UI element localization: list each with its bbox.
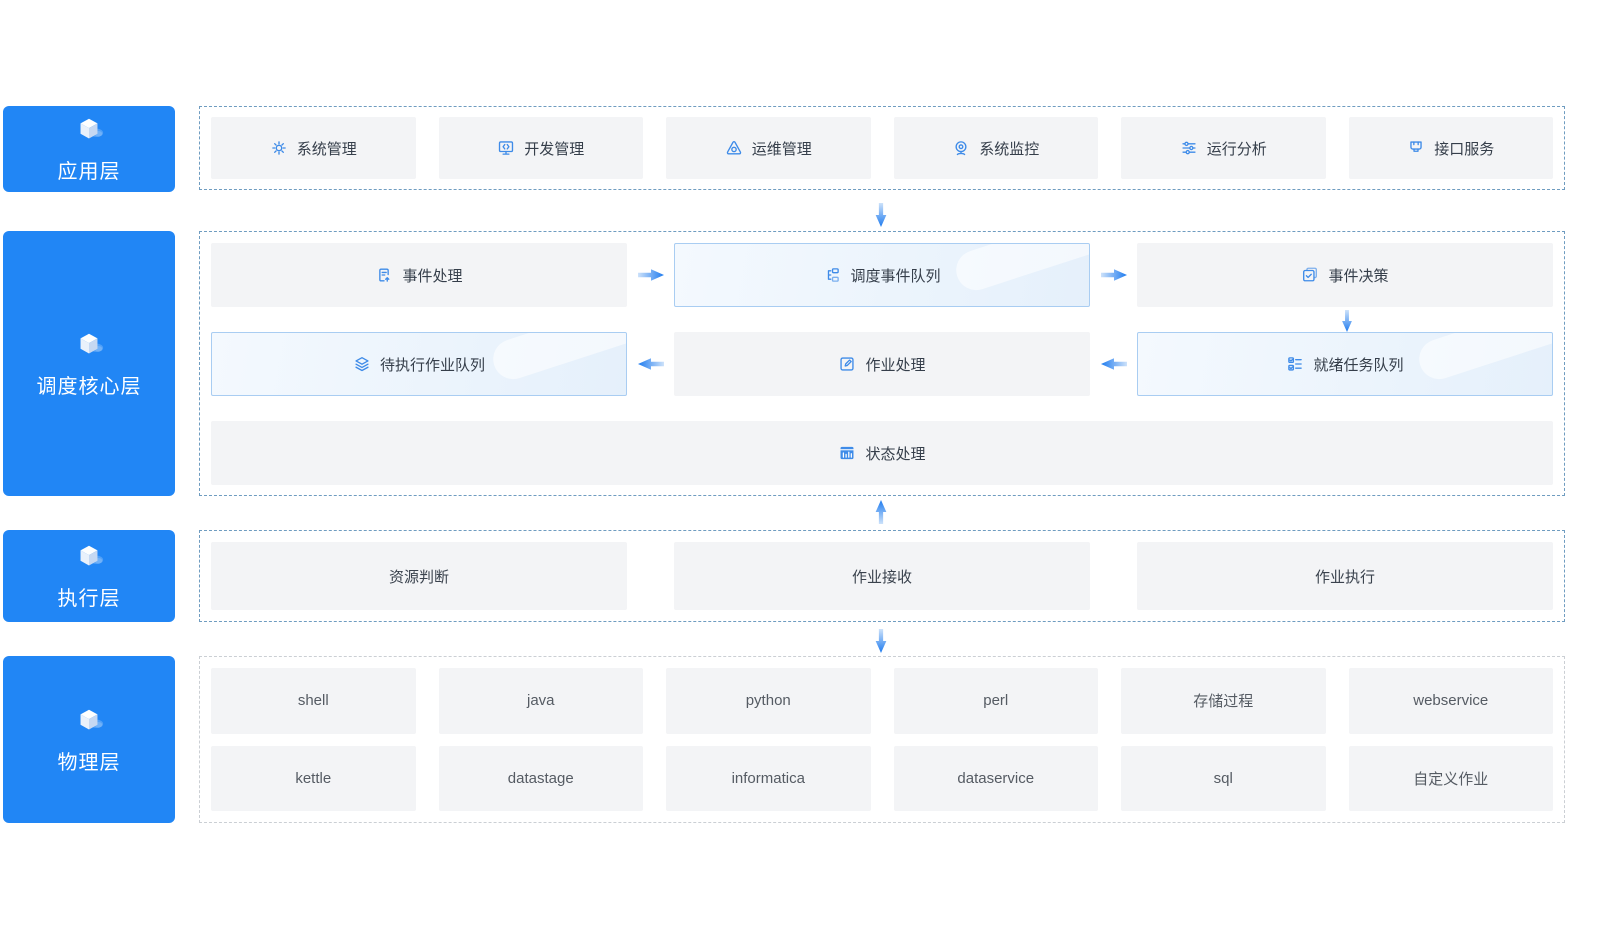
node-event-processing: 事件处理 — [211, 243, 627, 307]
arrow-left-icon — [627, 332, 674, 396]
layer-label: 应用层 — [57, 161, 121, 183]
tree-list-icon — [823, 266, 841, 284]
node-label: 作业执行 — [1314, 568, 1375, 586]
node-label: 待执行作业队列 — [379, 356, 485, 374]
node-label: 系统管理 — [296, 140, 357, 158]
checklist-icon — [1286, 355, 1304, 373]
layer-label: 物理层 — [57, 751, 121, 774]
node-label: 自定义作业 — [1413, 770, 1489, 788]
arrow-down-icon — [1340, 310, 1354, 332]
node-label: dataservice — [957, 769, 1035, 787]
layer-badge-physical: 物理层 — [3, 656, 175, 823]
layer-label: 执行层 — [57, 588, 121, 610]
node-label: python — [745, 692, 791, 710]
arrow-left-icon — [1090, 332, 1137, 396]
node-datastage: datastage — [438, 745, 643, 811]
arrow-right-icon — [627, 243, 674, 307]
arrow-up-icon — [874, 500, 888, 524]
node-label: 作业处理 — [865, 356, 926, 374]
node-webservice: webservice — [1348, 668, 1553, 734]
node-custom-job: 自定义作业 — [1348, 745, 1553, 811]
node-system-monitoring: 系统监控 — [893, 117, 1098, 179]
node-perl: perl — [893, 668, 1098, 734]
cube-icon — [73, 114, 105, 146]
node-label: sql — [1213, 769, 1233, 787]
node-label: 事件处理 — [402, 267, 463, 285]
node-label: datastage — [507, 769, 574, 787]
arrow-right-icon — [1090, 243, 1137, 307]
layer-badge-execution: 执行层 — [3, 530, 175, 622]
arrow-down-icon — [874, 629, 888, 653]
node-ops-management: 运维管理 — [666, 117, 871, 179]
node-label: informatica — [731, 769, 805, 787]
node-label: 作业接收 — [851, 568, 912, 586]
dev-monitor-icon — [497, 139, 515, 157]
node-java: java — [438, 668, 643, 734]
node-system-management: 系统管理 — [211, 117, 416, 179]
cube-icon — [73, 705, 105, 737]
node-label: 运维管理 — [751, 140, 812, 158]
webcam-icon — [952, 139, 970, 157]
node-label: shell — [297, 692, 329, 710]
node-label: 存储过程 — [1193, 693, 1254, 711]
node-event-decision: 事件决策 — [1137, 243, 1553, 307]
layers-icon — [353, 355, 371, 373]
node-label: 接口服务 — [1434, 140, 1495, 158]
node-label: kettle — [295, 769, 332, 787]
alarm-triangle-icon — [725, 139, 743, 157]
node-interface-service: 接口服务 — [1348, 117, 1553, 179]
node-label: perl — [983, 692, 1009, 710]
node-job-receiving: 作业接收 — [674, 542, 1090, 610]
node-shell: shell — [211, 668, 416, 734]
node-label: 开发管理 — [524, 140, 585, 158]
section-physical: shell java python perl 存储过程 webservice k… — [199, 656, 1565, 823]
edit-square-icon — [838, 355, 856, 373]
section-application: 系统管理 开发管理 运维管理 — [199, 106, 1565, 190]
node-informatica: informatica — [666, 745, 871, 811]
node-dev-management: 开发管理 — [438, 117, 643, 179]
chart-board-icon — [838, 444, 856, 462]
layer-badge-application: 应用层 — [3, 106, 175, 192]
plug-icon — [1407, 139, 1425, 157]
node-label: java — [526, 692, 555, 710]
cube-icon — [73, 541, 105, 573]
sliders-icon — [1180, 139, 1198, 157]
section-scheduling-core: 事件处理 调度事件队列 — [199, 231, 1565, 496]
node-run-analysis: 运行分析 — [1121, 117, 1326, 179]
node-job-processing: 作业处理 — [674, 332, 1090, 396]
node-label: 运行分析 — [1206, 140, 1267, 158]
arrow-down-icon — [874, 203, 888, 227]
cube-icon — [73, 329, 105, 361]
gear-icon — [270, 139, 288, 157]
node-label: 调度事件队列 — [850, 267, 941, 285]
node-resource-judgment: 资源判断 — [211, 542, 627, 610]
layer-badge-scheduling-core: 调度核心层 — [3, 231, 175, 496]
node-status-processing: 状态处理 — [211, 421, 1553, 485]
node-label: 状态处理 — [865, 445, 926, 463]
node-pending-job-queue: 待执行作业队列 — [211, 332, 627, 396]
node-label: 就绪任务队列 — [1313, 356, 1404, 374]
node-kettle: kettle — [211, 745, 416, 811]
checkbox-stack-icon — [1301, 266, 1319, 284]
node-sql: sql — [1121, 745, 1326, 811]
layer-label: 调度核心层 — [36, 375, 142, 398]
node-dataservice: dataservice — [893, 745, 1098, 811]
node-schedule-event-queue: 调度事件队列 — [674, 243, 1090, 307]
node-label: 事件决策 — [1328, 267, 1389, 285]
node-job-execution: 作业执行 — [1137, 542, 1553, 610]
node-stored-procedure: 存储过程 — [1121, 668, 1326, 734]
node-label: 资源判断 — [388, 568, 449, 586]
section-execution: 资源判断 作业接收 作业执行 — [199, 530, 1565, 622]
doc-export-icon — [375, 266, 393, 284]
node-label: webservice — [1413, 692, 1489, 710]
node-python: python — [666, 668, 871, 734]
node-label: 系统监控 — [979, 140, 1040, 158]
node-ready-task-queue: 就绪任务队列 — [1137, 332, 1553, 396]
